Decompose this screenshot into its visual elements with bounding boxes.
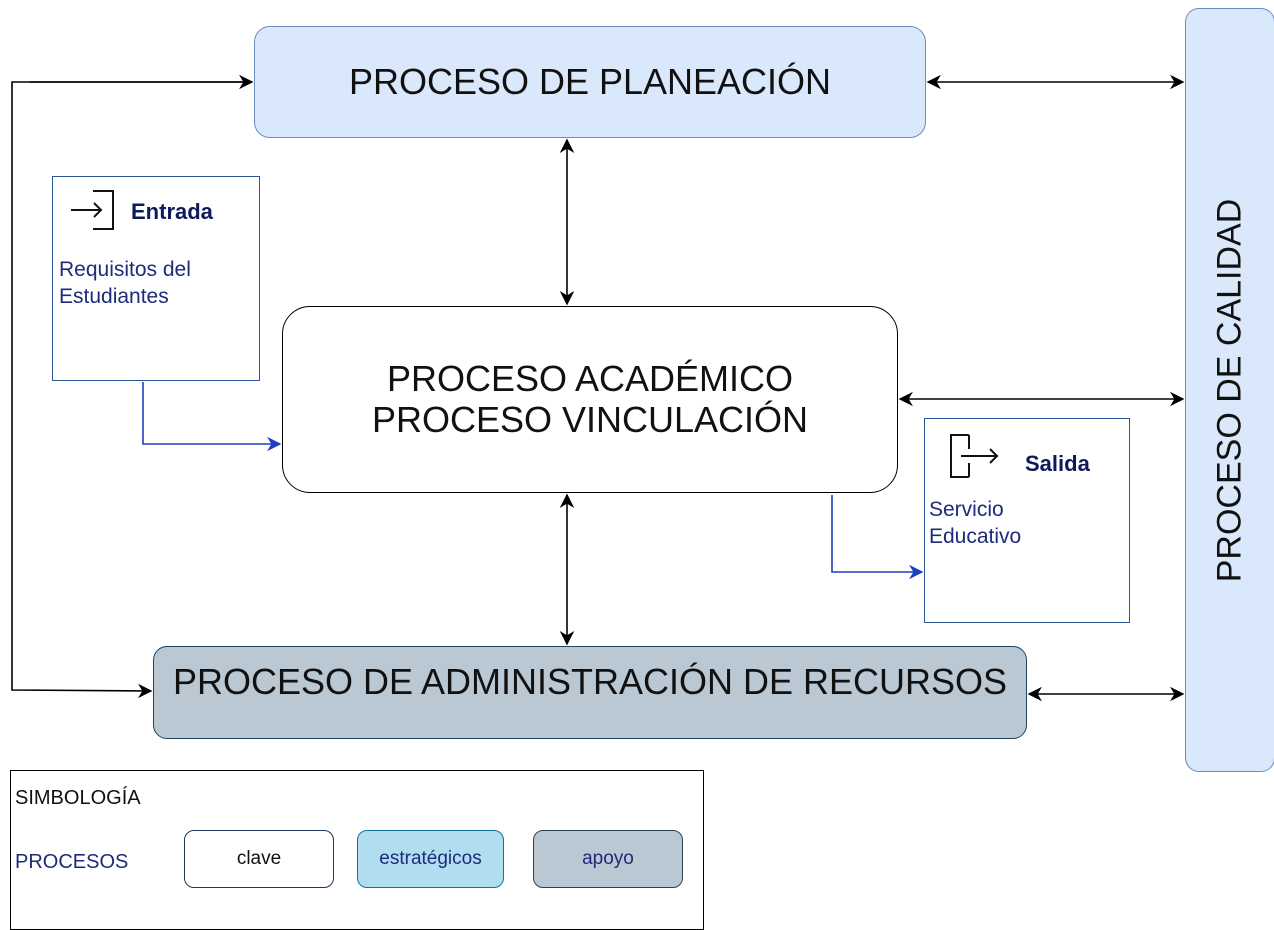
legend-item-support: apoyo [533,830,683,888]
output-text-line2: Educativo [929,525,1022,548]
linkage-process-label: PROCESO VINCULACIÓN [371,398,809,440]
output-box: Salida Servicio Educativo [924,418,1130,623]
resources-process-node: PROCESO DE ADMINISTRACIÓN DE RECURSOS [153,646,1027,739]
input-title: Entrada [131,199,213,224]
legend-item-strategic: estratégicos [357,830,504,888]
edge-entrada-academico [142,382,282,452]
academic-process-node: PROCESO ACADÉMICO PROCESO VINCULACIÓN [282,306,898,493]
legend-item-key: clave [184,830,334,888]
legend-group-label: PROCESOS [15,851,129,873]
input-text-line1: Requisitos del [59,258,191,281]
legend-title: SIMBOLOGÍA [15,787,141,809]
resources-process-label: PROCESO DE ADMINISTRACIÓN DE RECURSOS [172,660,1008,702]
input-box: Entrada Requisitos del Estudiantes [52,176,260,381]
edge-academico-salida [831,495,924,580]
enter-icon [71,190,114,230]
quality-process-node: PROCESO DE CALIDAD [1185,8,1274,772]
legend-box: SIMBOLOGÍA PROCESOS clave estratégicos a… [10,770,704,930]
planning-process-node: PROCESO DE PLANEACIÓN [254,26,926,138]
exit-icon [950,434,999,478]
quality-process-label: PROCESO DE CALIDAD [1210,198,1249,582]
output-text-line1: Servicio [929,498,1004,521]
academic-process-label: PROCESO ACADÉMICO [386,358,794,400]
planning-process-label: PROCESO DE PLANEACIÓN [348,61,832,102]
input-text-line2: Estudiantes [59,285,169,308]
output-title: Salida [1025,451,1090,476]
edge-loop-planeacion-recursos [11,81,252,699]
